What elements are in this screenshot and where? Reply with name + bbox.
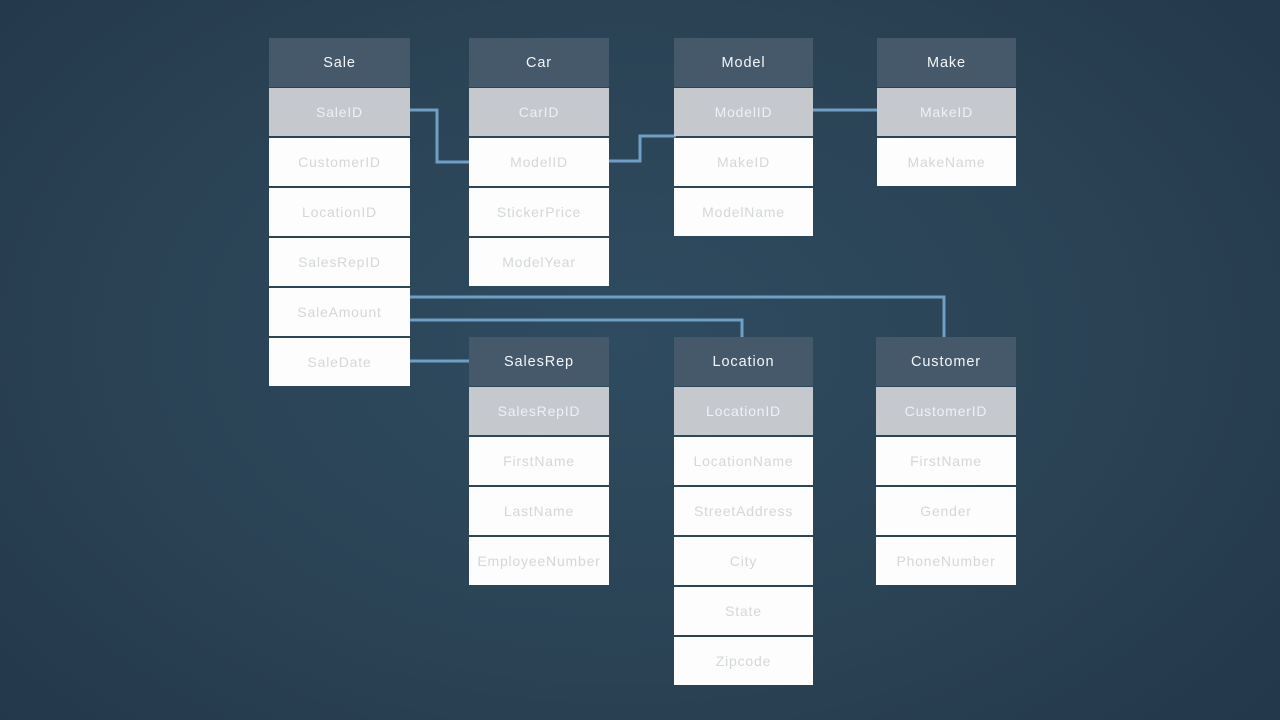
field-sale-customerid: CustomerID — [269, 138, 410, 186]
field-location-state: State — [674, 587, 813, 635]
field-location-locationname: LocationName — [674, 437, 813, 485]
connector-car-modelid-to-model — [609, 134, 676, 163]
key-field-makeid: MakeID — [877, 88, 1016, 136]
field-salesrep-employeenumber: EmployeeNumber — [469, 537, 609, 585]
table-header-model: Model — [674, 38, 813, 87]
field-model-modelname: ModelName — [674, 188, 813, 236]
field-salesrep-firstname: FirstName — [469, 437, 609, 485]
field-model-makeid: MakeID — [674, 138, 813, 186]
key-field-salesrepid: SalesRepID — [469, 387, 609, 435]
field-car-modelid: ModelID — [469, 138, 609, 186]
key-field-carid: CarID — [469, 88, 609, 136]
key-field-modelid: ModelID — [674, 88, 813, 136]
field-salesrep-lastname: LastName — [469, 487, 609, 535]
field-location-zipcode: Zipcode — [674, 637, 813, 685]
table-header-customer: Customer — [876, 337, 1016, 386]
connector-sale-to-customer — [410, 295, 946, 340]
table-header-make: Make — [877, 38, 1016, 87]
table-header-salesrep: SalesRep — [469, 337, 609, 386]
field-customer-phonenumber: PhoneNumber — [876, 537, 1016, 585]
field-customer-firstname: FirstName — [876, 437, 1016, 485]
table-header-sale: Sale — [269, 38, 410, 87]
field-location-city: City — [674, 537, 813, 585]
table-header-location: Location — [674, 337, 813, 386]
table-header-car: Car — [469, 38, 609, 87]
key-field-locationid: LocationID — [674, 387, 813, 435]
field-location-streetaddress: StreetAddress — [674, 487, 813, 535]
connector-sale-to-location — [410, 318, 744, 340]
field-sale-saleamount: SaleAmount — [269, 288, 410, 336]
field-sale-saledate: SaleDate — [269, 338, 410, 386]
field-sale-locationid: LocationID — [269, 188, 410, 236]
field-car-modelyear: ModelYear — [469, 238, 609, 286]
field-sale-salesrepid: SalesRepID — [269, 238, 410, 286]
key-field-saleid: SaleID — [269, 88, 410, 136]
field-car-stickerprice: StickerPrice — [469, 188, 609, 236]
field-make-makename: MakeName — [877, 138, 1016, 186]
field-customer-gender: Gender — [876, 487, 1016, 535]
connector-sale-saleid-to-car — [410, 108, 471, 164]
key-field-customerid: CustomerID — [876, 387, 1016, 435]
